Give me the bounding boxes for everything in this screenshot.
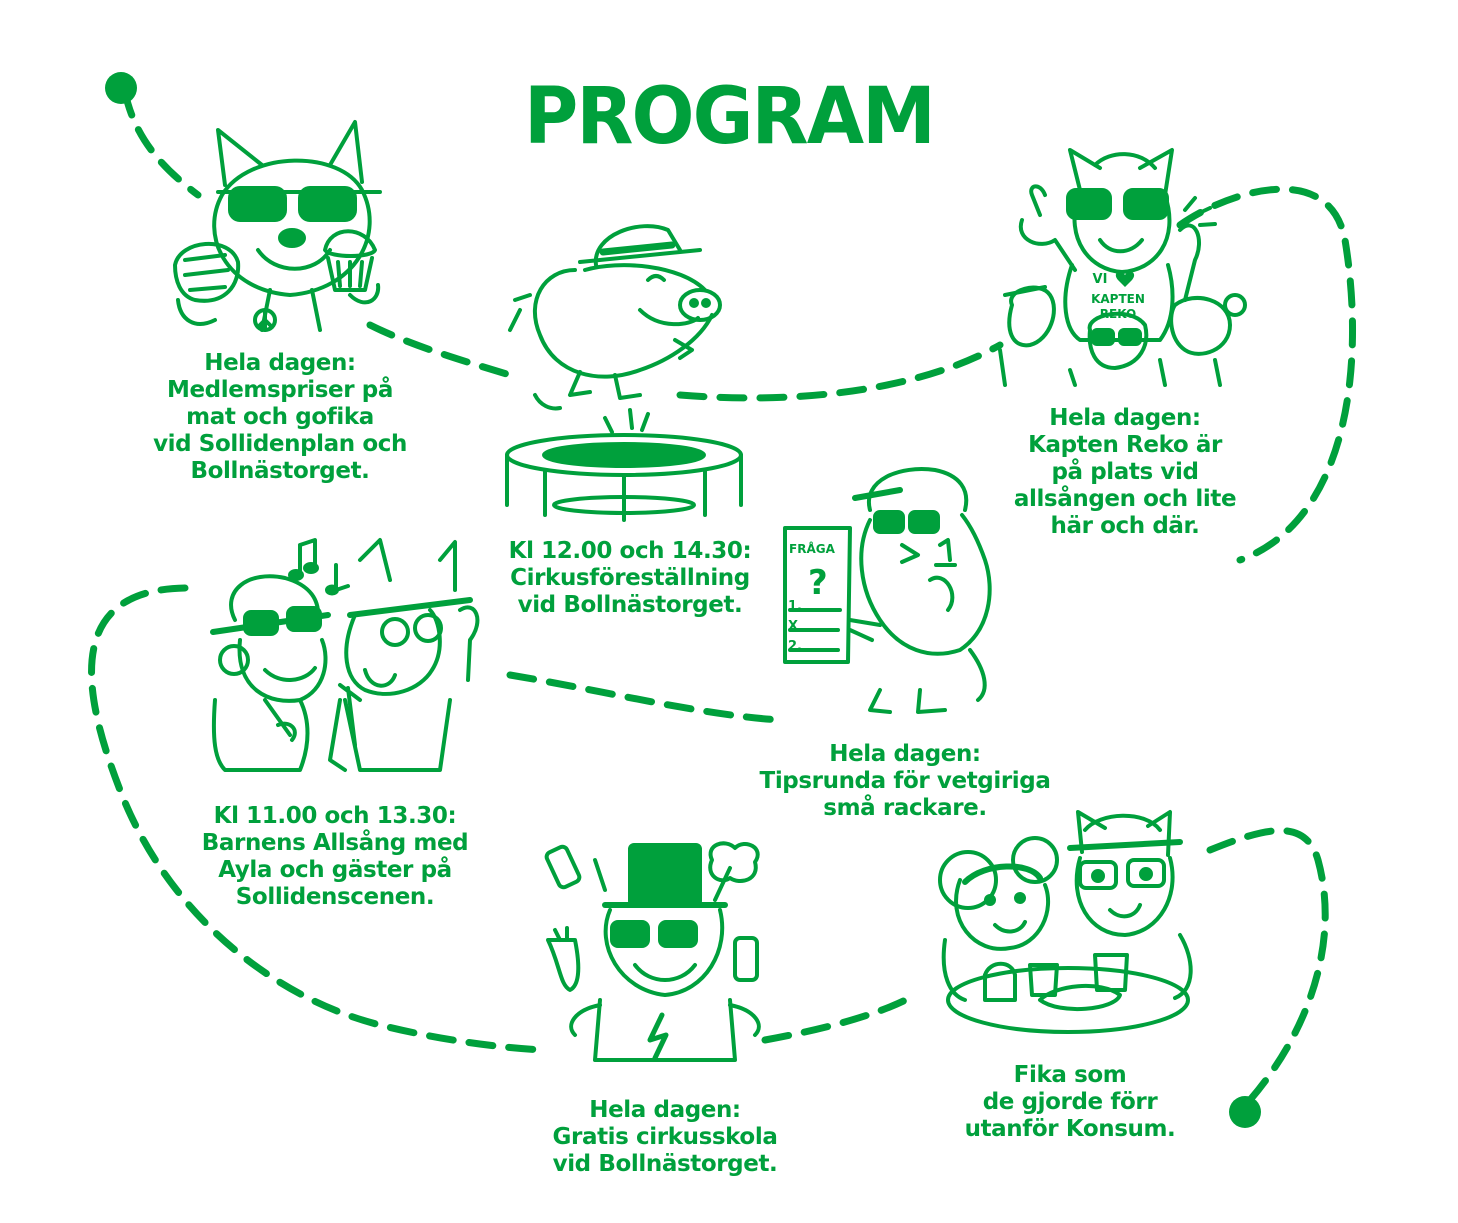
caption-fox-line-3: mat och gofika [186, 404, 374, 430]
caption-singers-line-1: Kl 11.00 och 13.30: [213, 803, 457, 829]
caption-rabbit-line-2: Gratis cirkusskola [552, 1124, 778, 1150]
route-start-to-fox [121, 88, 202, 199]
singers-illustration [210, 538, 480, 772]
shirt-word-vi: VI [1093, 272, 1108, 287]
lynx-illustration [998, 148, 1247, 387]
caption-rabbit-line-3: vid Bollnästorget. [552, 1151, 778, 1177]
sheet-row-2: 2. [788, 639, 802, 654]
caption-lynx-line-5: här och där. [1050, 513, 1200, 539]
caption-rabbit-line-1: Hela dagen: [589, 1097, 741, 1123]
heart-icon [1115, 271, 1135, 287]
caption-fox-line-4: vid Sollidenplan och [153, 431, 407, 457]
caption-singers-line-2: Barnens Allsång med [201, 830, 469, 856]
fox-illustration [173, 120, 382, 332]
quiz-sheet-text: FRÅGA ? 1. X 2. [788, 541, 836, 654]
route-start-dot [105, 72, 137, 104]
caption-lynx-line-1: Hela dagen: [1049, 405, 1201, 431]
question-mark-icon: ? [808, 563, 828, 603]
caption-lynx-line-4: allsången och lite [1013, 486, 1237, 512]
caption-singers: Kl 11.00 och 13.30: Barnens Allsång med … [180, 803, 490, 911]
caption-fika-line-3: utanför Konsum. [964, 1116, 1176, 1142]
boar-illustration [505, 224, 743, 522]
route-singers-to-owl [506, 671, 784, 724]
lynx-shirt-text: VI KAPTEN REKO [1091, 271, 1145, 321]
caption-boar-line-2: Cirkusföreställning [510, 565, 750, 591]
sheet-heading: FRÅGA [789, 541, 836, 556]
route-fox-to-boar [366, 321, 514, 379]
route-left-loop [88, 584, 549, 1054]
caption-owl-line-1: Hela dagen: [829, 741, 981, 767]
rabbit-illustration [544, 841, 761, 1062]
route-rabbit-to-fika [761, 991, 919, 1044]
route-end-dot [1229, 1096, 1261, 1128]
caption-fika-line-1: Fika som [1013, 1062, 1127, 1088]
caption-boar-line-1: Kl 12.00 och 14.30: [508, 538, 752, 564]
page-title: PROGRAM [523, 72, 936, 162]
caption-singers-line-4: Sollidenscenen. [235, 884, 435, 910]
route-fika-to-end [1206, 827, 1329, 1104]
caption-fox-line-2: Medlemspriser på [166, 377, 393, 403]
caption-rabbit: Hela dagen: Gratis cirkusskola vid Bolln… [515, 1097, 815, 1178]
caption-lynx-line-3: på plats vid [1051, 459, 1199, 485]
caption-lynx-line-2: Kapten Reko är [1028, 432, 1222, 458]
caption-boar: Kl 12.00 och 14.30: Cirkusföreställning … [485, 538, 775, 619]
caption-fika-line-2: de gjorde förr [982, 1089, 1158, 1115]
caption-fox-line-1: Hela dagen: [204, 350, 356, 376]
caption-fox: Hela dagen: Medlemspriser på mat och gof… [130, 350, 430, 485]
caption-fox-line-5: Bollnästorget. [190, 458, 370, 484]
caption-owl-line-3: små rackare. [823, 795, 987, 821]
caption-fika: Fika som de gjorde förr utanför Konsum. [945, 1062, 1195, 1143]
caption-boar-line-3: vid Bollnästorget. [517, 592, 743, 618]
fika-illustration [938, 810, 1193, 1034]
shirt-word-kapten: KAPTEN [1091, 292, 1145, 306]
quiz-bird-illustration [783, 467, 992, 714]
shirt-word-reko: REKO [1100, 307, 1136, 321]
caption-singers-line-3: Ayla och gäster på [218, 857, 452, 883]
caption-lynx: Hela dagen: Kapten Reko är på plats vid … [995, 405, 1255, 540]
sheet-row-1: 1. [788, 599, 802, 614]
caption-owl-line-2: Tipsrunda för vetgiriga [759, 768, 1051, 794]
route-boar-to-lynx [676, 341, 1004, 402]
sheet-row-x: X [788, 619, 798, 634]
caption-owl: Hela dagen: Tipsrunda för vetgiriga små … [735, 741, 1075, 822]
route-lynx-loop [1176, 185, 1356, 564]
